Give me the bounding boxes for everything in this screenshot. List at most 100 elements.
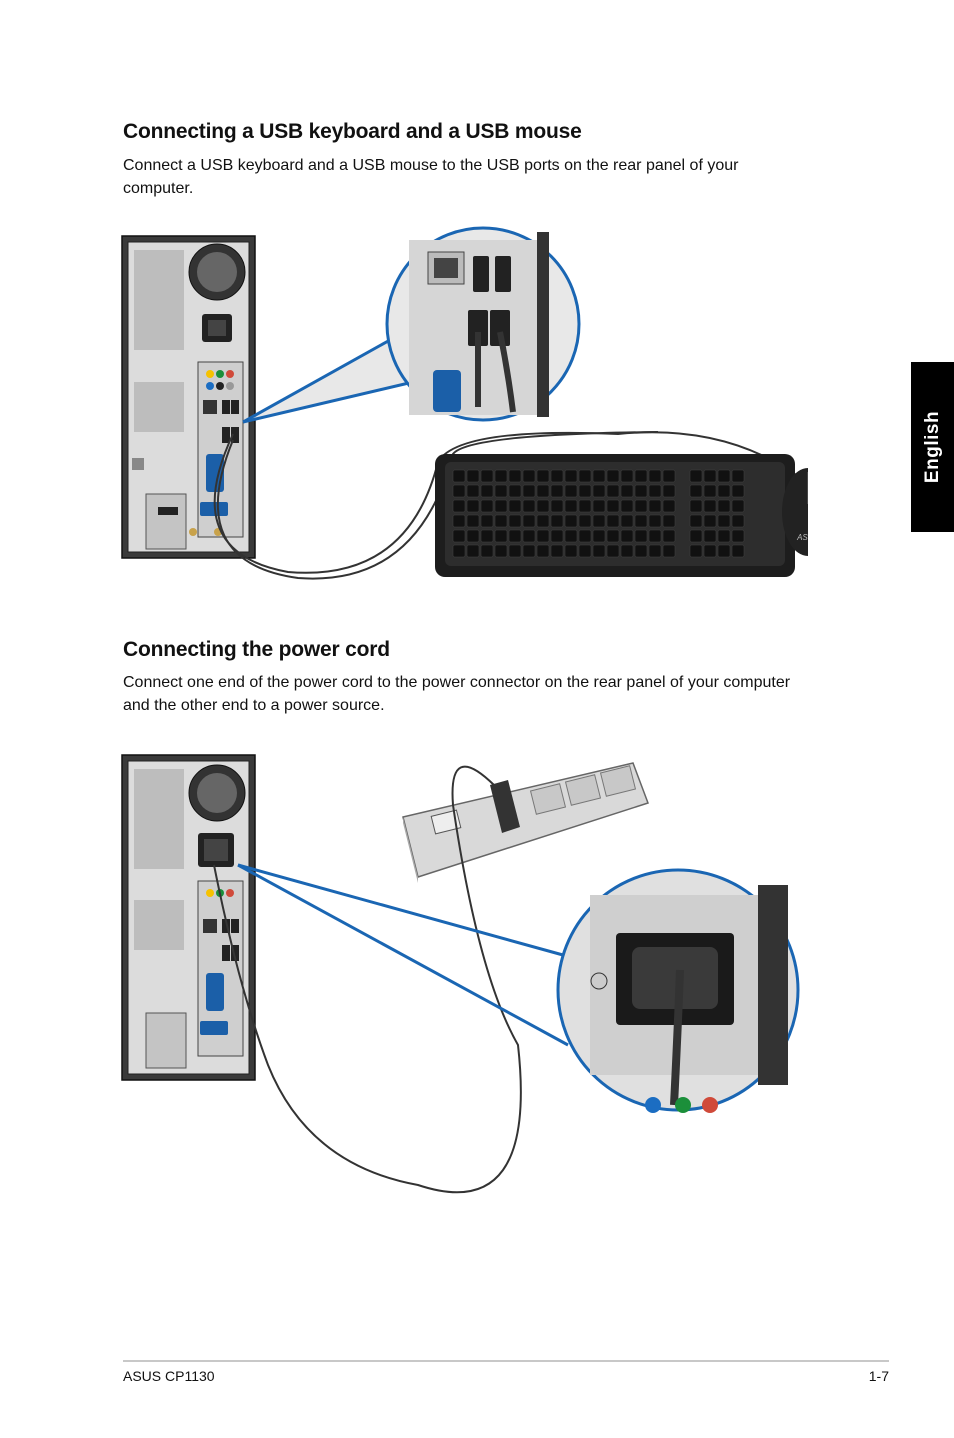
- keyboard-key: [703, 529, 717, 543]
- keyboard-key: [494, 514, 508, 528]
- keyboard-key: [634, 514, 648, 528]
- keyboard-key: [522, 484, 536, 498]
- keyboard-key: [592, 529, 606, 543]
- keyboard-key: [648, 529, 662, 543]
- keyboard-key: [606, 544, 620, 558]
- keyboard-key: [662, 514, 676, 528]
- usb-connection-illustration: ASUS: [121, 226, 808, 580]
- keyboard-key: [466, 469, 480, 483]
- keyboard-key: [536, 469, 550, 483]
- section-heading-power: Connecting the power cord: [123, 638, 390, 661]
- keyboard-key: [717, 514, 731, 528]
- keyboard-key: [634, 529, 648, 543]
- keyboard-key: [494, 484, 508, 498]
- keyboard-key: [466, 484, 480, 498]
- keyboard-key: [634, 499, 648, 513]
- keyboard-key: [703, 499, 717, 513]
- keyboard-key: [689, 514, 703, 528]
- keyboard-key: [620, 514, 634, 528]
- keyboard-key: [466, 499, 480, 513]
- section-body-power: Connect one end of the power cord to the…: [123, 674, 791, 714]
- keyboard-key: [606, 499, 620, 513]
- keyboard-key: [508, 544, 522, 558]
- keyboard-key: [620, 484, 634, 498]
- keyboard-key: [634, 469, 648, 483]
- keyboard-key: [550, 529, 564, 543]
- keyboard-key: [648, 514, 662, 528]
- keyboard-key: [522, 544, 536, 558]
- usb-mouse: ASUS: [782, 468, 808, 556]
- keyboard-key: [592, 499, 606, 513]
- keyboard-key: [703, 514, 717, 528]
- keyboard-key: [452, 499, 466, 513]
- keyboard-key: [564, 469, 578, 483]
- keyboard-key: [508, 529, 522, 543]
- keyboard-key: [522, 499, 536, 513]
- keyboard-key: [662, 529, 676, 543]
- keyboard-key: [620, 469, 634, 483]
- keyboard-key: [731, 484, 745, 498]
- keyboard-key: [508, 514, 522, 528]
- keyboard-key: [564, 484, 578, 498]
- keyboard-key: [452, 514, 466, 528]
- keyboard-key: [536, 544, 550, 558]
- language-tab: English: [911, 362, 954, 532]
- keyboard-key: [578, 544, 592, 558]
- keyboard-key: [648, 544, 662, 558]
- section-body-usb: Connect a USB keyboard and a USB mouse t…: [123, 157, 739, 197]
- keyboard-key: [550, 544, 564, 558]
- keyboard-key: [466, 544, 480, 558]
- keyboard-key: [662, 499, 676, 513]
- pc-tower-rear-panel: [121, 235, 256, 559]
- keyboard-key: [480, 544, 494, 558]
- keyboard-key: [564, 514, 578, 528]
- keyboard-key: [494, 499, 508, 513]
- keyboard-key: [620, 499, 634, 513]
- pc-tower-rear-panel: [121, 754, 256, 1081]
- keyboard-key: [550, 514, 564, 528]
- keyboard-key: [606, 529, 620, 543]
- keyboard-key: [494, 469, 508, 483]
- keyboard-key: [731, 544, 745, 558]
- keyboard-key: [662, 484, 676, 498]
- keyboard-key: [536, 484, 550, 498]
- keyboard-key: [480, 499, 494, 513]
- keyboard-key: [578, 529, 592, 543]
- keyboard-key: [522, 469, 536, 483]
- mouse-logo-text: ASUS: [796, 533, 808, 542]
- power-connector-magnified-callout: [556, 868, 800, 1113]
- keyboard-key: [550, 469, 564, 483]
- keyboard-key: [494, 544, 508, 558]
- keyboard-key: [620, 544, 634, 558]
- keyboard-key: [648, 484, 662, 498]
- keyboard-key: [731, 529, 745, 543]
- keyboard-key: [466, 529, 480, 543]
- keyboard-key: [648, 469, 662, 483]
- keyboard-key: [606, 469, 620, 483]
- keyboard-key: [689, 529, 703, 543]
- keyboard-key: [550, 499, 564, 513]
- keyboard-key: [480, 469, 494, 483]
- usb-keyboard: [435, 454, 795, 577]
- keyboard-key: [634, 544, 648, 558]
- keyboard-key: [703, 484, 717, 498]
- keyboard-key: [536, 499, 550, 513]
- keyboard-key: [717, 484, 731, 498]
- keyboard-key: [731, 499, 745, 513]
- keyboard-key: [536, 514, 550, 528]
- keyboard-key: [592, 484, 606, 498]
- keyboard-key: [592, 514, 606, 528]
- keyboard-key: [662, 544, 676, 558]
- keyboard-key: [508, 499, 522, 513]
- keyboard-key: [522, 514, 536, 528]
- keyboard-key: [689, 469, 703, 483]
- keyboard-key: [452, 484, 466, 498]
- keyboard-key: [578, 499, 592, 513]
- footer-page-number: 1-7: [868, 1368, 889, 1384]
- keyboard-key: [634, 484, 648, 498]
- power-cord-illustration: [121, 754, 800, 1194]
- keyboard-key: [564, 499, 578, 513]
- power-strip: [402, 762, 649, 883]
- keyboard-key: [550, 484, 564, 498]
- keyboard-key: [606, 514, 620, 528]
